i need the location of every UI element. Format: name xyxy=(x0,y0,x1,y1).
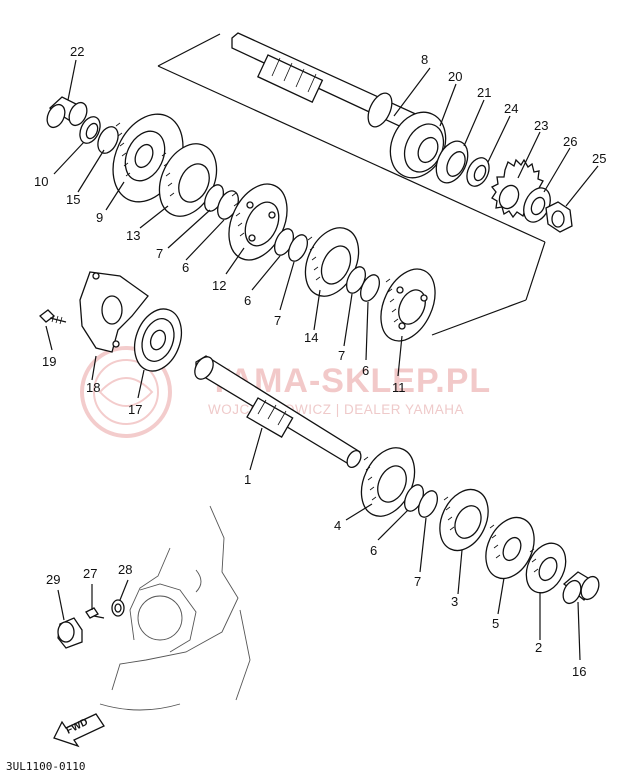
gear-5 xyxy=(485,516,535,580)
callout-21: 21 xyxy=(477,85,491,100)
lock-washer-26 xyxy=(523,187,551,223)
callout-7b: 7 xyxy=(274,313,281,328)
gear-4 xyxy=(360,447,416,517)
gear-2 xyxy=(525,542,567,594)
callout-11: 11 xyxy=(392,380,406,395)
callout-24: 24 xyxy=(504,101,518,116)
callout-17: 17 xyxy=(128,402,142,417)
callout-8: 8 xyxy=(421,52,428,67)
callout-7d: 7 xyxy=(414,574,421,589)
callout-27: 27 xyxy=(83,566,97,581)
circlip-6c xyxy=(359,274,381,302)
callout-2: 2 xyxy=(535,640,542,655)
bearing-plate-18 xyxy=(79,271,149,353)
callout-15: 15 xyxy=(66,192,80,207)
callout-6b: 6 xyxy=(244,293,251,308)
callout-9: 9 xyxy=(96,210,103,225)
watermark-dealer: WOJCIECHOWICZ | DEALER YAMAHA xyxy=(208,402,464,417)
callout-labels: 22 8 20 21 24 23 26 25 10 15 9 13 7 6 12… xyxy=(34,44,606,679)
callout-25: 25 xyxy=(592,151,606,166)
callout-7a: 7 xyxy=(156,246,163,261)
callout-26: 26 xyxy=(563,134,577,149)
gear-13 xyxy=(158,143,218,217)
leader-lines xyxy=(45,59,599,661)
callout-22: 22 xyxy=(70,44,84,59)
callout-14: 14 xyxy=(304,330,318,345)
plug-29 xyxy=(57,617,83,649)
oil-seal-21 xyxy=(435,140,469,184)
crankcase-outline xyxy=(99,505,251,711)
diagram-code: 3UL1100-0110 xyxy=(6,760,85,773)
callout-5: 5 xyxy=(492,616,499,631)
bearing-17 xyxy=(133,308,183,372)
callout-20: 20 xyxy=(448,69,462,84)
callout-29: 29 xyxy=(46,572,60,587)
bearing-22 xyxy=(46,96,88,129)
callout-6a: 6 xyxy=(182,260,189,275)
bolt-27 xyxy=(85,607,105,619)
gear-14 xyxy=(304,227,360,297)
main-shaft-1 xyxy=(194,355,362,469)
main-axle-shaft xyxy=(231,32,422,131)
callout-18: 18 xyxy=(86,380,100,395)
collar-24 xyxy=(466,157,490,187)
washer-28 xyxy=(111,599,125,617)
nut-25 xyxy=(545,201,573,233)
callout-28: 28 xyxy=(118,562,132,577)
callout-3: 3 xyxy=(451,594,458,609)
bearing-20 xyxy=(389,111,447,179)
gear-3 xyxy=(439,488,489,552)
callout-23: 23 xyxy=(534,118,548,133)
watermark-logo xyxy=(80,346,172,438)
callout-6d: 6 xyxy=(370,543,377,558)
callout-13: 13 xyxy=(126,228,140,243)
screw-19 xyxy=(39,309,67,325)
callout-19: 19 xyxy=(42,354,56,369)
washer-10 xyxy=(79,116,101,144)
callout-6c: 6 xyxy=(362,363,369,378)
callout-16: 16 xyxy=(572,664,586,679)
callout-12: 12 xyxy=(212,278,226,293)
washer-7d xyxy=(417,490,439,518)
fwd-arrow: FWD xyxy=(53,713,105,748)
callout-7c: 7 xyxy=(338,348,345,363)
gear-12 xyxy=(228,183,288,261)
bearing-16 xyxy=(562,571,600,605)
callout-4: 4 xyxy=(334,518,341,533)
callout-10: 10 xyxy=(34,174,48,189)
assembly-outline xyxy=(157,33,546,336)
gear-11 xyxy=(380,268,436,342)
washer-7b xyxy=(287,234,309,262)
callout-1: 1 xyxy=(244,472,251,487)
